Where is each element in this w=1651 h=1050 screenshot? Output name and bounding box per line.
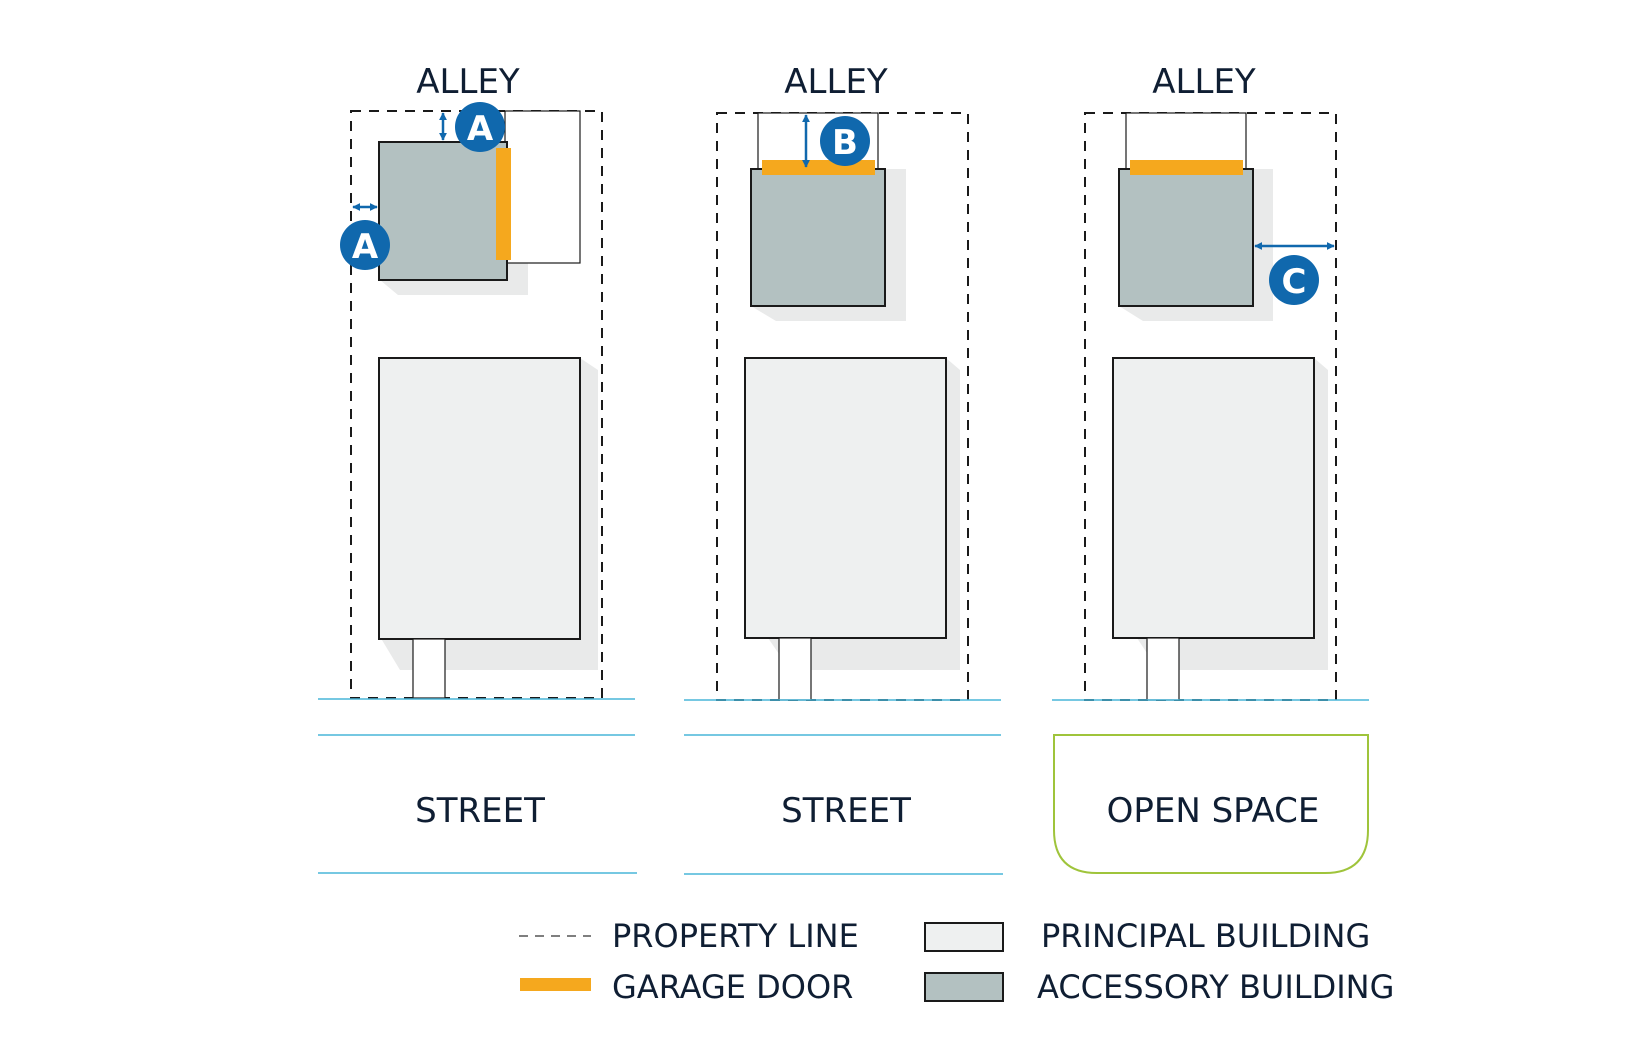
- walkway: [412, 638, 446, 699]
- principal-building: [744, 357, 947, 639]
- badge-circle: [455, 102, 505, 152]
- garage-door: [1130, 160, 1243, 175]
- panel-3: ALLEY C OPEN SPACE: [1052, 62, 1369, 874]
- badge-circle: [340, 220, 390, 270]
- badge-circle: [1269, 255, 1319, 305]
- walkway: [1146, 637, 1180, 701]
- panel-1-top-label: ALLEY: [416, 62, 520, 102]
- principal-building: [1112, 357, 1315, 639]
- panel-1: ALLEY A A STREET: [318, 62, 637, 874]
- accessory-building: [750, 168, 886, 307]
- badge-b: B: [820, 116, 870, 166]
- property-line: [350, 110, 603, 699]
- accessory-building: [1118, 168, 1254, 307]
- legend-principal-swatch: [924, 922, 1004, 952]
- badge-c: C: [1269, 255, 1319, 305]
- panel-2-bottom-label: STREET: [781, 791, 911, 831]
- legend-property-line-label: PROPERTY LINE: [612, 917, 859, 955]
- panel-3-top-label: ALLEY: [1152, 62, 1256, 102]
- badge-letter: A: [352, 227, 379, 267]
- badge-letter: C: [1282, 262, 1307, 302]
- legend-accessory-swatch: [924, 972, 1004, 1002]
- panel-2-top-label: ALLEY: [784, 62, 888, 102]
- panel-3-bottom-label: OPEN SPACE: [1107, 791, 1320, 831]
- legend-garage-door-swatch: [520, 978, 591, 991]
- garage-door: [496, 148, 511, 260]
- legend-garage-door-label: GARAGE DOOR: [612, 968, 853, 1006]
- badge-circle: [820, 116, 870, 166]
- parking-outline: [504, 110, 581, 264]
- panel-1-bottom-label: STREET: [415, 791, 545, 831]
- walkway: [778, 637, 812, 701]
- badge-a-side: A: [340, 220, 390, 270]
- principal-building: [378, 357, 581, 640]
- accessory-building: [378, 141, 508, 281]
- accessory-shadow: [1119, 169, 1273, 321]
- open-space-outline: [1053, 734, 1369, 874]
- badge-letter: B: [832, 123, 858, 163]
- badge-a-rear: A: [455, 102, 505, 152]
- legend-accessory-label: ACCESSORY BUILDING: [1037, 968, 1394, 1006]
- panel-2: ALLEY B STREET: [684, 62, 1003, 875]
- accessory-shadow: [751, 169, 906, 321]
- legend-principal-label: PRINCIPAL BUILDING: [1041, 917, 1370, 955]
- legend: PROPERTY LINE GARAGE DOOR PRINCIPAL BUIL…: [519, 917, 1394, 1006]
- badge-letter: A: [467, 109, 494, 149]
